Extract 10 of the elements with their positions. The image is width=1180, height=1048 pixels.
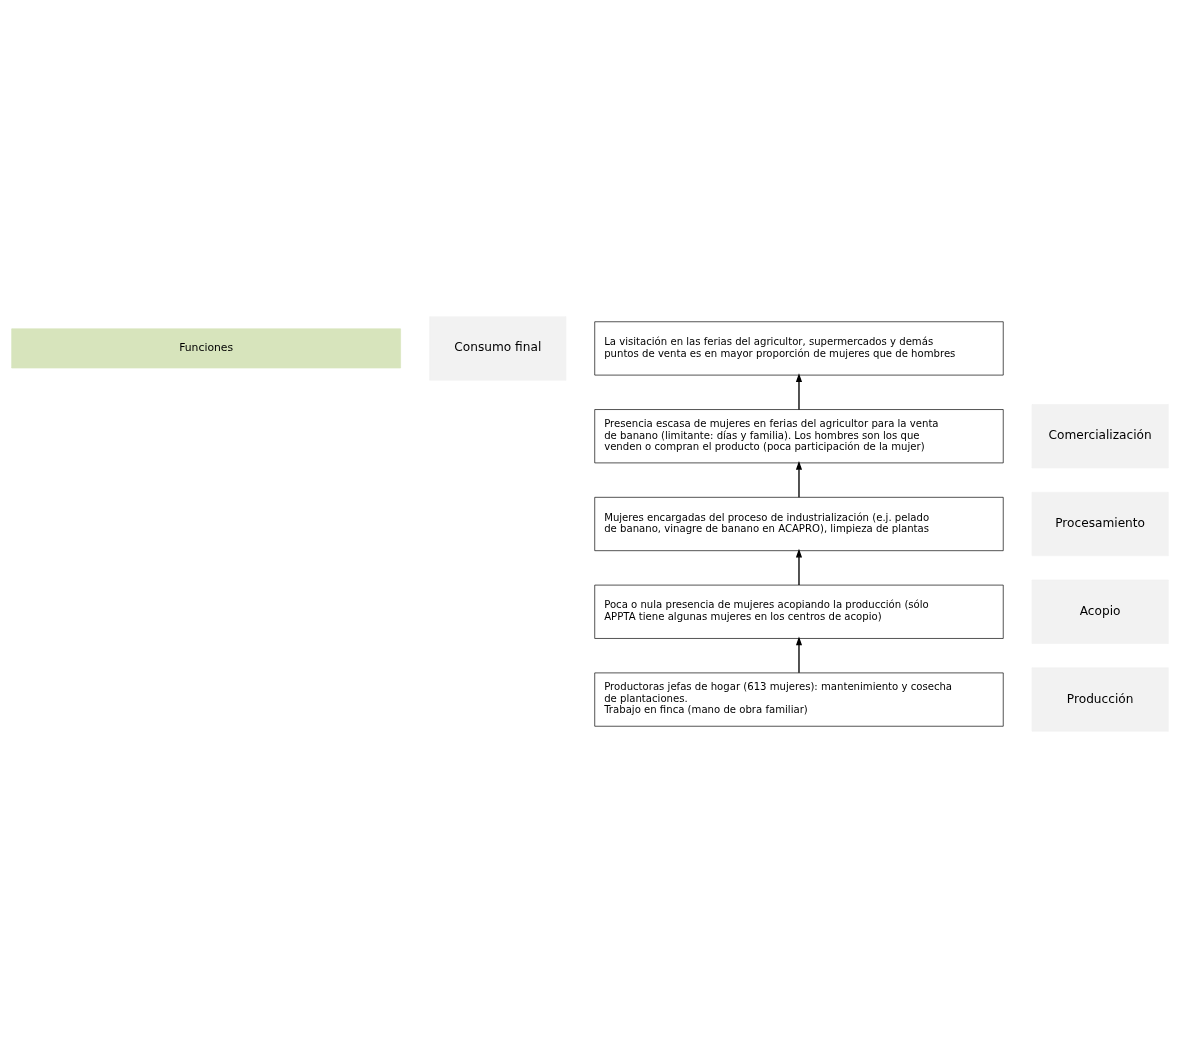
node-box: La visitación en las ferias del agricultor, supermercados y demás puntos de venta es en mayor proporción de mujeres que de hombres bbox=[594, 321, 1004, 376]
arrow bbox=[795, 636, 803, 674]
arrow bbox=[795, 548, 803, 586]
arrow bbox=[795, 460, 803, 498]
node-box: Funciones bbox=[11, 328, 401, 369]
node-box: Mujeres encargadas del proceso de industrialización (e.j. pelado de banano, vinagre de banano en ACAPRO), limpieza de plantas bbox=[594, 497, 1004, 551]
node-box: Productoras jefas de hogar (613 mujeres): mantenimiento y cosecha de plantaciones. Trabajo en finca (mano de obra familiar) bbox=[594, 672, 1004, 727]
arrow bbox=[795, 373, 803, 411]
node-box: Presencia escasa de mujeres en ferias del agricultor para la venta de banano (limitante: días y familia). Los hombres son los que venden o compran el producto (poca participación de la mujer) bbox=[594, 409, 1004, 464]
node-box: Poca o nula presencia de mujeres acopiando la producción (sólo APPTA tiene algunas mujeres en los centros de acopio) bbox=[594, 584, 1004, 639]
